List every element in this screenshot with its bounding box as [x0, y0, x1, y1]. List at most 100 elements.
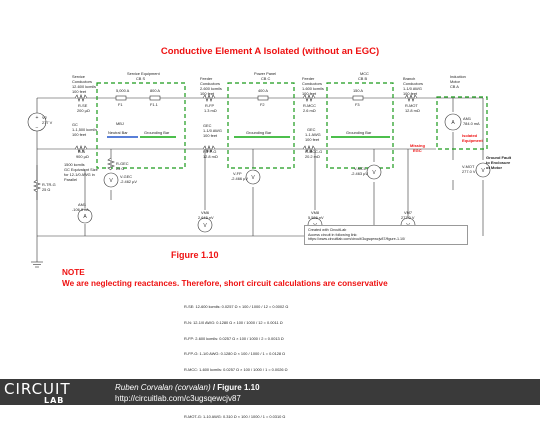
- resistor-r-mcc: [302, 94, 316, 102]
- cond-feeder2-line4: 100 feet: [302, 91, 317, 96]
- cond-feeder2-line3: 1-600 kcmils: [302, 86, 324, 91]
- meter-vm6-symbol: [197, 217, 213, 233]
- page-title: Conductive Element A Isolated (without a…: [160, 46, 380, 57]
- cond-gc-line1: GC: [72, 122, 78, 127]
- footer-separator: /: [210, 383, 218, 392]
- vm8-value: 5.586 nV: [308, 215, 324, 220]
- cond-gec-mcc-line3: 100 feet: [305, 137, 320, 142]
- cond-branch-line1: Branch: [403, 76, 415, 81]
- cond-branch-line2: Conductors: [403, 81, 423, 86]
- grounding-bar1-label: Grounding Bar: [144, 130, 170, 135]
- f11-rating: 800 A: [150, 88, 160, 93]
- ground-fault-line3: of Motor: [486, 165, 502, 170]
- fuse-f2: [257, 95, 269, 101]
- resistor-r-tr-g: [33, 179, 41, 193]
- am1-top-glyph: A: [451, 120, 455, 126]
- r-n-name: R-N: [78, 149, 85, 154]
- circuitlab-logo-bottom[interactable]: LAB: [44, 396, 65, 405]
- grounding-bar2-label: Grounding Bar: [246, 130, 272, 135]
- resistor-r-gec: [107, 157, 115, 171]
- resistor-r-mot: [404, 94, 418, 102]
- credit-line-3[interactable]: https://www.circuitlab.com/circuit/3ugsq…: [308, 237, 406, 242]
- source-v2-symbol: [27, 112, 47, 132]
- f3-label: F3: [355, 102, 360, 107]
- r-mcc-g-value: 20.2 mΩ: [305, 154, 320, 159]
- meter-vmcc-symbol: [366, 164, 382, 180]
- vgec-glyph: V: [109, 178, 113, 184]
- vm6-value: 2.645 nV: [198, 215, 214, 220]
- box-service-line1: Service Equipment: [127, 71, 161, 76]
- meter-am1-top-symbol: [444, 113, 462, 131]
- figure-label: Figure 1.10: [171, 250, 219, 260]
- circuit-schematic: + − A A V V V V V V V Service Equipment …: [27, 71, 512, 268]
- r-gec-value: 25 Ω: [116, 166, 124, 171]
- v1-value: 277 V: [42, 120, 53, 125]
- box-motor-line2: Motor: [450, 79, 461, 84]
- footer-author[interactable]: Ruben Corvalan (corvalan): [115, 383, 211, 392]
- f2-label: F2: [260, 102, 265, 107]
- credit-line-1: Created with CircuitLab: [308, 228, 347, 232]
- meter-am1-bottom-symbol: [77, 208, 93, 224]
- am1-bottom-glyph: A: [83, 214, 87, 220]
- cond-gec-mcc-line2: 1-1 AWG: [305, 132, 321, 137]
- cond-gec-equiv-line1: 1500 kcmils: [64, 162, 85, 167]
- vm7-name: VM7: [404, 210, 412, 215]
- circuitlab-logo-top[interactable]: CIRCUIT: [4, 380, 71, 398]
- v1-name: V2: [42, 115, 47, 120]
- cond-feeder2-line2: Conductors: [302, 81, 322, 86]
- box-mcc-line2: CB B: [358, 76, 367, 81]
- cond-branch-line4: 100 feet: [403, 91, 418, 96]
- neutral-bar-label: Neutral Bar: [108, 130, 128, 135]
- cond-feeder1-line1: Feeder: [200, 76, 213, 81]
- am1-bottom-value: -106.8 nA: [72, 207, 89, 212]
- footer-bar: [0, 379, 540, 405]
- vm7-value: 277.0 V: [401, 215, 415, 220]
- f3-rating: 150 A: [353, 88, 363, 93]
- ground-fault-line2: to Enclosure: [486, 160, 511, 165]
- isolated-line1: Isolated: [462, 133, 478, 138]
- am1-bottom-name: AM1: [78, 202, 86, 207]
- cond-service-line3: 12-600 kcmils: [72, 84, 96, 89]
- cond-feeder1-line4: 100 feet: [200, 91, 215, 96]
- footer-url[interactable]: http://circuitlab.com/c3ugsqewcjv87: [115, 394, 241, 403]
- source-plus-sign: +: [36, 115, 39, 121]
- vm6-name: VM6: [201, 210, 209, 215]
- f2-rating: 400 A: [258, 88, 268, 93]
- cond-feeder1-line3: 2-600 kcmils: [200, 86, 222, 91]
- cond-feeder2-line1: Feeder: [302, 76, 315, 81]
- resistor-r-se: [74, 94, 88, 102]
- r-se-name: R-SE: [78, 103, 88, 108]
- vm8-name: VM8: [311, 210, 319, 215]
- meter-vmot-symbol: [475, 162, 491, 178]
- vmcc-glyph: V: [372, 170, 376, 176]
- missing-line2: EGC: [413, 148, 422, 153]
- cond-gec-equiv-line3: for 12-1/0 AWG in: [64, 172, 95, 177]
- cond-branch-line3: 1-1/0 AWG: [403, 86, 422, 91]
- f1-label: F1: [118, 102, 123, 107]
- missing-line1: Missing: [410, 143, 425, 148]
- grounding-bar3-label: Grounding Bar: [346, 130, 372, 135]
- resistor-r-mcc-g: [302, 145, 316, 153]
- vmot-name: V-MOT: [462, 164, 475, 169]
- am1-top-value: 784.0 mA: [463, 121, 480, 126]
- r-fp-value: 1.3 mΩ: [204, 108, 217, 113]
- r-mcc-g-name: R-MCC-G: [305, 149, 322, 154]
- f1-rating: 5,000 A: [116, 88, 130, 93]
- meter-vgec-symbol: [103, 172, 119, 188]
- box-mcc-line1: MCC: [360, 71, 369, 76]
- mcc-box: [326, 82, 394, 169]
- r-mcc-value: 2.6 mΩ: [303, 108, 316, 113]
- cond-gec-mid-line2: 1-1/0 AWG: [203, 128, 222, 133]
- r-tr-g-value: 25 Ω: [42, 187, 50, 192]
- cond-gec-mid-line3: 100 feet: [203, 133, 218, 138]
- f11-label: F1.1: [150, 102, 158, 107]
- isolated-line2: Equipment: [462, 138, 483, 143]
- box-panel-line2: CB C: [261, 76, 270, 81]
- fuse-f11: [149, 95, 161, 101]
- box-service-line2: CB S: [136, 76, 145, 81]
- cond-gc-line2: 1-1,500 kcmils: [72, 127, 97, 132]
- r-tr-g-name: R-TR-G: [42, 182, 56, 187]
- cond-service-line1: Service: [72, 74, 85, 79]
- box-motor-line1: Induction: [450, 74, 466, 79]
- cond-gc-line3: 100 feet: [72, 132, 87, 137]
